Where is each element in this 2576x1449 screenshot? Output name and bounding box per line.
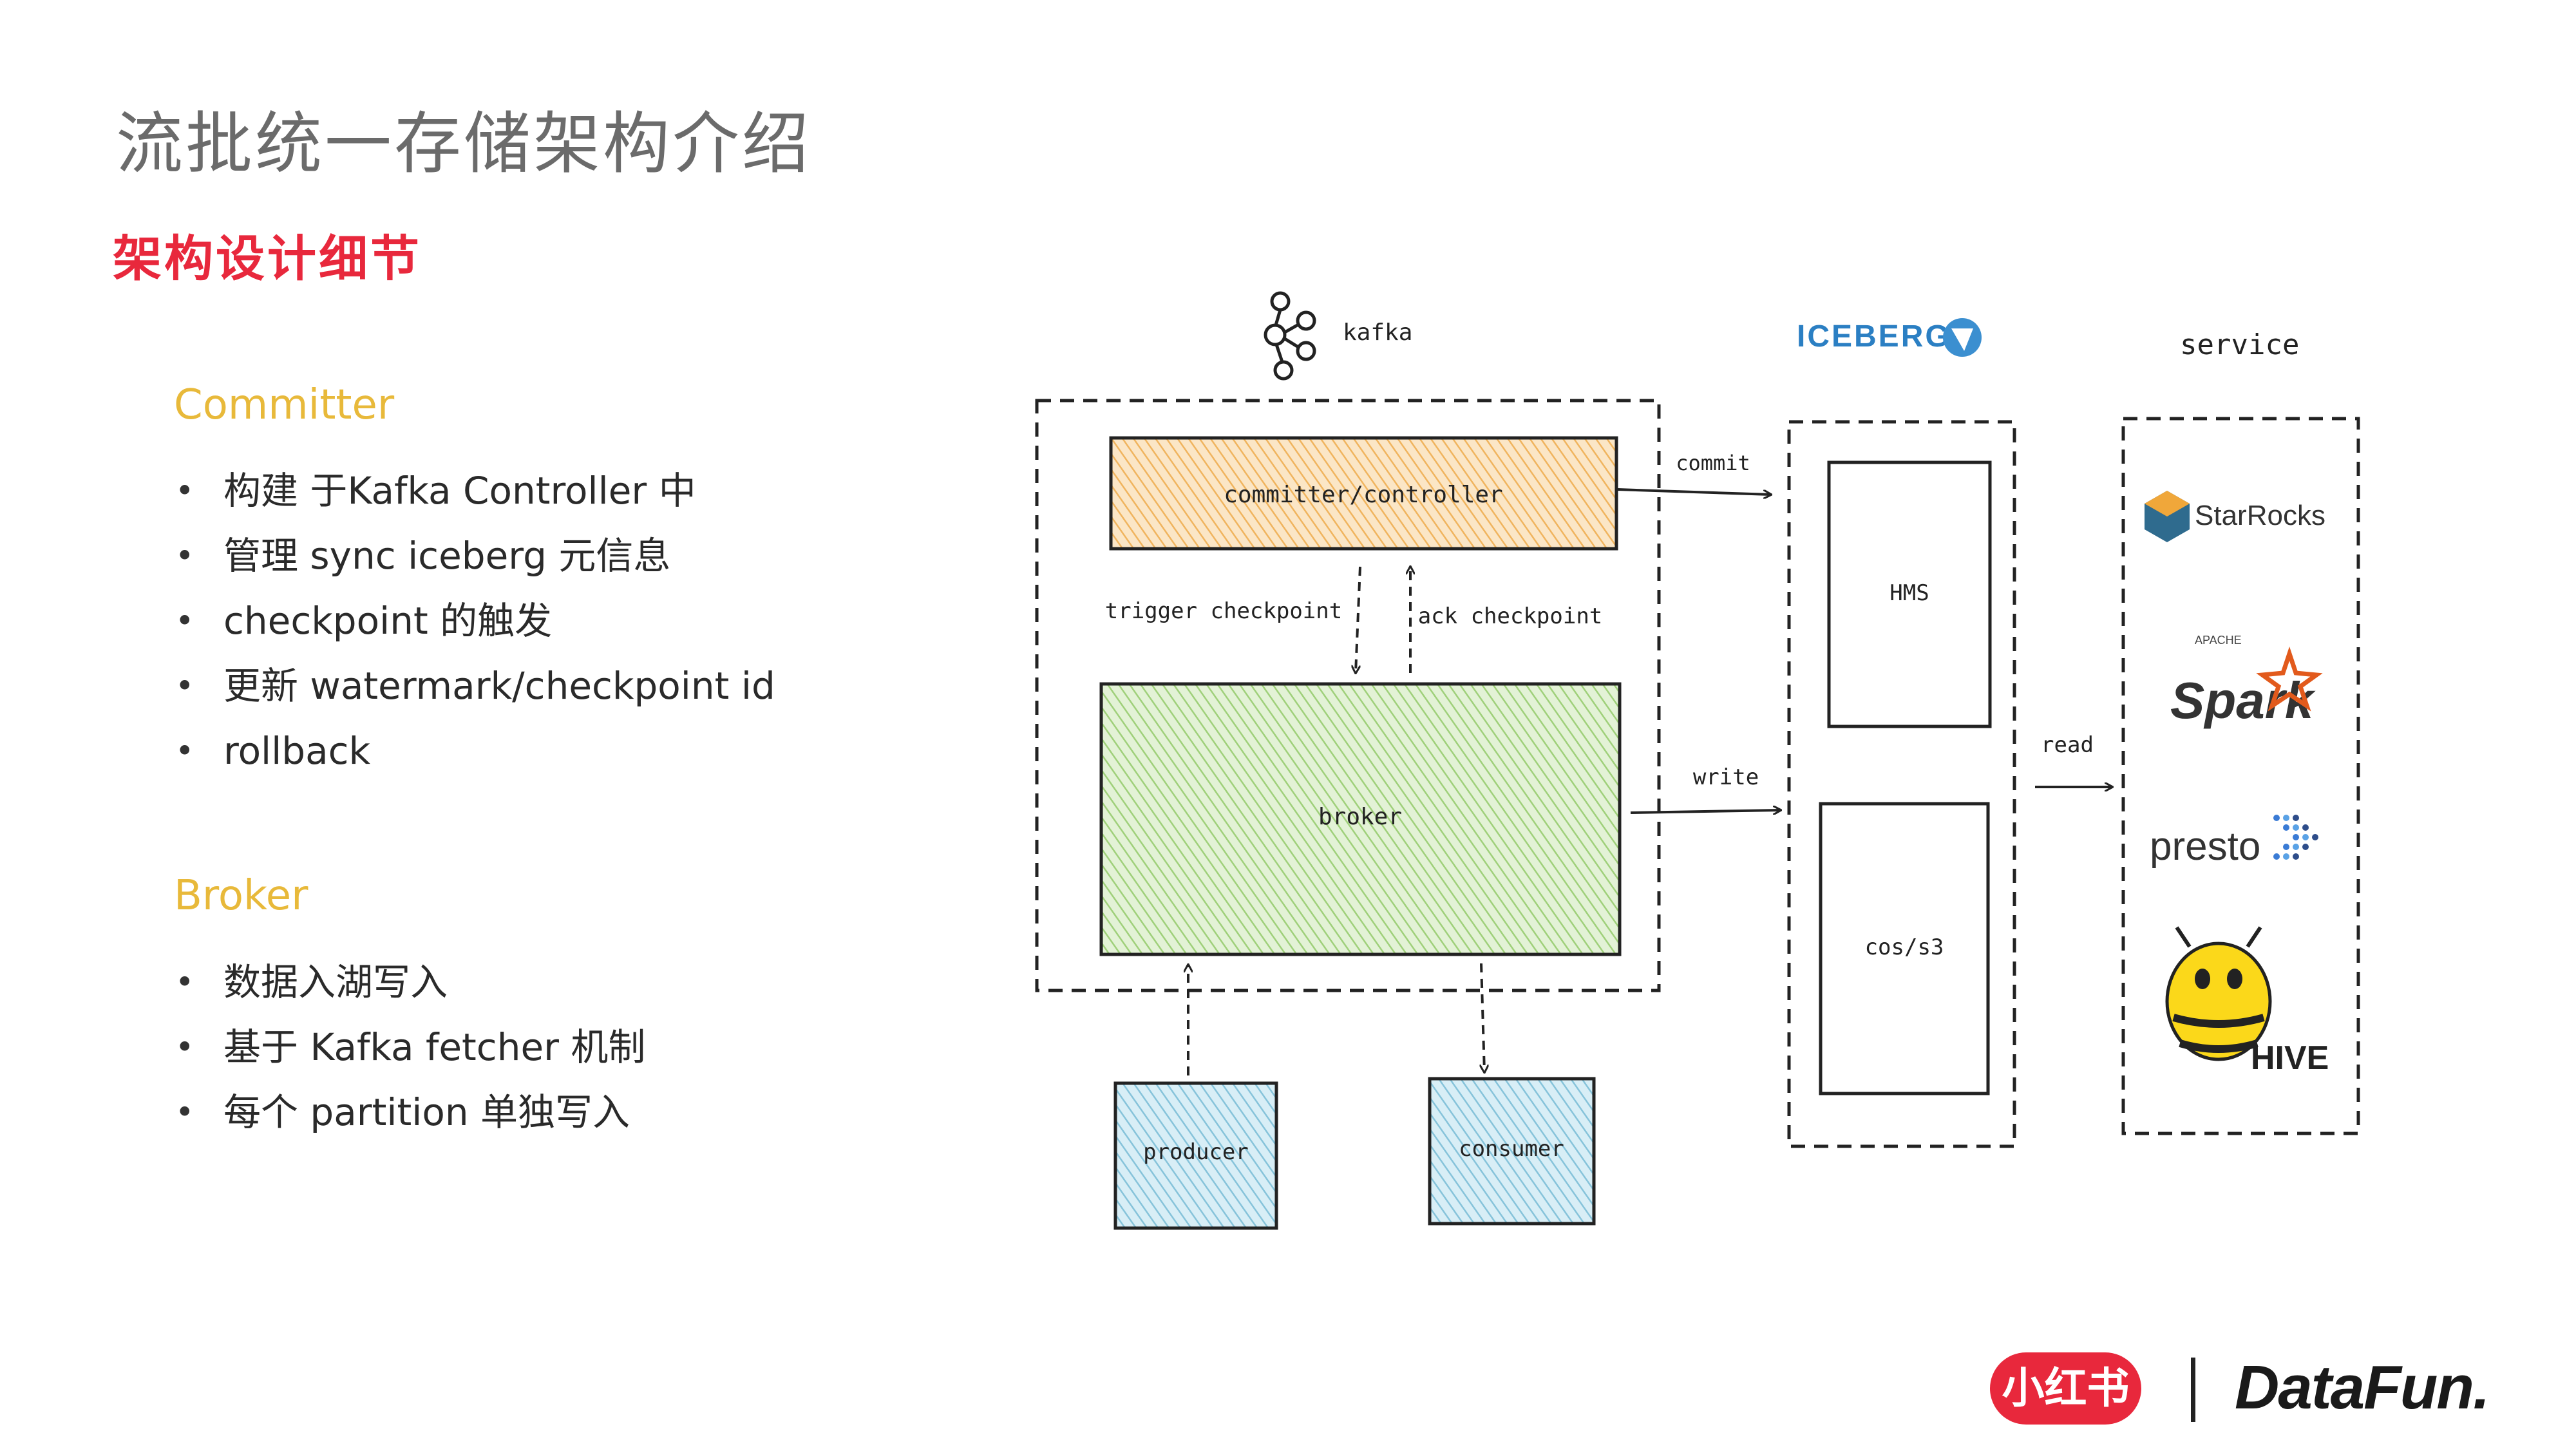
committer-list: 构建 于Kafka Controller 中 管理 sync iceberg 元… xyxy=(175,459,775,784)
datafun-logo-text: DataFun. xyxy=(2235,1353,2490,1422)
spark-star-icon xyxy=(2256,646,2323,712)
committer-controller-label: committer/controller xyxy=(1224,482,1502,508)
hive-bee-icon xyxy=(2165,926,2272,1061)
list-item: 构建 于Kafka Controller 中 xyxy=(175,459,775,524)
broker-list: 数据入湖写入 基于 Kafka fetcher 机制 每个 partition … xyxy=(175,950,645,1145)
list-item: 更新 watermark/checkpoint id xyxy=(175,654,775,719)
spark-apache-label: APACHE xyxy=(2195,634,2242,647)
producer-label: producer xyxy=(1143,1139,1249,1165)
iceberg-logo-icon xyxy=(1943,318,1982,357)
commit-arrow xyxy=(1617,488,1771,495)
spark-label: Spark xyxy=(2170,672,2316,729)
list-item: checkpoint 的触发 xyxy=(175,589,775,654)
broker-label: broker xyxy=(1318,804,1402,830)
broker-box xyxy=(1099,682,1622,956)
presto-dots-icon xyxy=(2273,815,2318,860)
kafka-cluster-boundary xyxy=(1035,399,1661,992)
service-label: service xyxy=(2180,328,2299,361)
write-arrow xyxy=(1630,810,1781,813)
trigger-checkpoint-label: trigger checkpoint xyxy=(1105,598,1342,624)
read-label: read xyxy=(2041,732,2094,758)
kafka-logo-icon xyxy=(1264,291,1316,381)
service-boundary xyxy=(2121,417,2360,1135)
list-item: 数据入湖写入 xyxy=(175,950,645,1015)
datafun-logo: DataFun. xyxy=(2235,1352,2490,1423)
committer-heading: Committer xyxy=(174,381,395,429)
iceberg-label: ICEBERG xyxy=(1797,319,1951,354)
committer-controller-box xyxy=(1109,436,1618,551)
commit-label: commit xyxy=(1676,451,1750,475)
list-item: 每个 partition 单独写入 xyxy=(175,1080,645,1145)
hms-box xyxy=(1827,460,1992,728)
consumer-label: consumer xyxy=(1459,1136,1564,1162)
ack-checkpoint-label: ack checkpoint xyxy=(1418,603,1603,629)
list-item: rollback xyxy=(175,719,775,784)
consumer-box xyxy=(1428,1077,1596,1226)
footer-divider xyxy=(2191,1358,2195,1422)
iceberg-boundary xyxy=(1787,420,2016,1148)
trigger-checkpoint-arrow xyxy=(1356,566,1361,673)
broker-heading: Broker xyxy=(174,872,308,920)
producer-box xyxy=(1113,1081,1278,1230)
section-title: 架构设计细节 xyxy=(113,230,422,287)
list-item: 基于 Kafka fetcher 机制 xyxy=(175,1015,645,1080)
presto-label: presto xyxy=(2150,824,2260,869)
broker-to-consumer-arrow xyxy=(1481,963,1484,1072)
page-title: 流批统一存储架构介绍 xyxy=(116,104,812,183)
xiaohongshu-logo: 小红书 xyxy=(1990,1352,2141,1425)
write-label: write xyxy=(1693,764,1759,790)
kafka-label: kafka xyxy=(1343,319,1412,346)
cos-s3-label: cos/s3 xyxy=(1865,934,1944,960)
starrocks-label: StarRocks xyxy=(2195,500,2325,531)
hive-label: HIVE xyxy=(2251,1039,2329,1077)
cos-s3-box xyxy=(1819,802,1990,1095)
list-item: 管理 sync iceberg 元信息 xyxy=(175,524,775,589)
hms-label: HMS xyxy=(1889,580,1929,606)
starrocks-logo-icon xyxy=(2145,491,2190,542)
